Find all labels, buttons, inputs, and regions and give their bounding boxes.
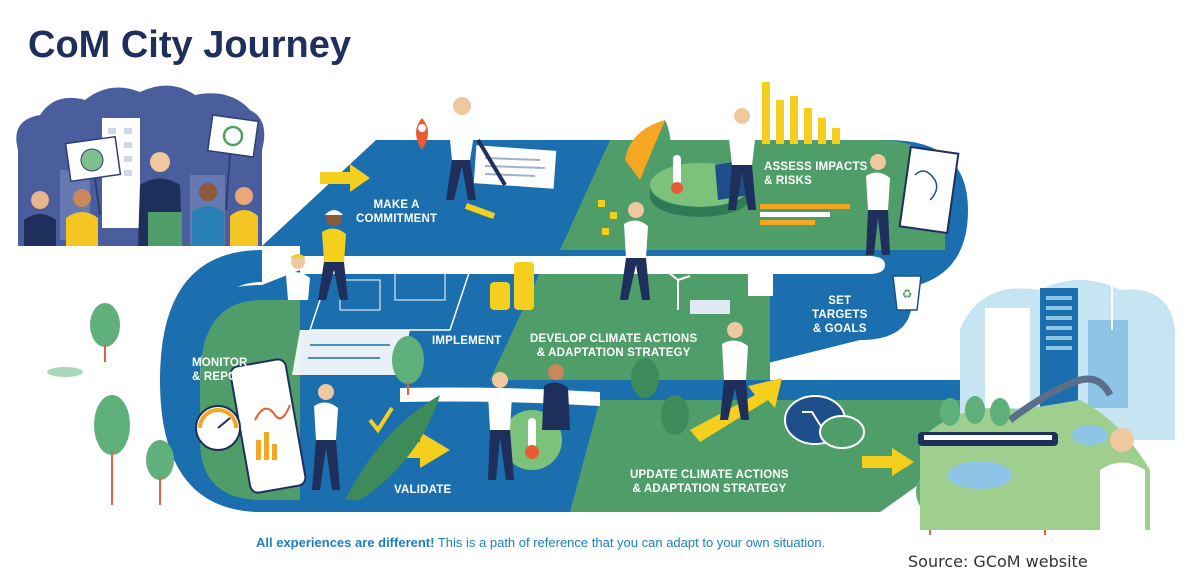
journey-path	[160, 140, 968, 512]
stage-label-monitor: MONITOR& REPORT	[192, 357, 254, 383]
thermometer-icon	[673, 155, 681, 185]
bar-chart-icon	[762, 82, 840, 144]
whiteboard	[898, 145, 960, 235]
hard-hat-icon	[325, 210, 343, 215]
arrow-right-icon	[320, 164, 370, 192]
stage-label-update: UPDATE CLIMATE ACTIONS& ADAPTATION STRAT…	[630, 469, 789, 495]
arrow-right-icon	[862, 448, 914, 476]
stage-label-validate: VALIDATE	[394, 484, 452, 496]
page-title: CoM City Journey	[28, 24, 352, 66]
monitor-illustration	[195, 358, 340, 494]
wind-turbine-icon	[1095, 263, 1131, 330]
flower-icon	[222, 125, 244, 147]
horizontal-bars-icon	[760, 204, 850, 225]
pie-chart-icon	[625, 120, 665, 180]
footnote-emphasis: All experiences are different!	[256, 535, 435, 550]
stage-label-develop: DEVELOP CLIMATE ACTIONS& ADAPTATION STRA…	[530, 333, 698, 359]
path-left-curve	[160, 250, 262, 512]
wind-turbine-icon	[667, 271, 691, 310]
arrow-up-icon	[690, 378, 782, 442]
targets-illustration: ♻	[892, 275, 922, 311]
implement-illustration	[286, 210, 472, 375]
stage-label-assess-impacts: ASSESS IMPACTS& RISKS	[764, 161, 868, 187]
recycling-bin-icon	[892, 275, 922, 311]
checkmark-icon	[368, 406, 394, 434]
globe-icon	[80, 148, 104, 172]
update-illustration	[784, 395, 865, 449]
source-credit: Source: GCoM website	[908, 552, 1088, 571]
protest-sign-right	[206, 114, 260, 158]
develop-area	[490, 262, 770, 380]
direction-arrows	[320, 164, 914, 476]
svg-text:♻: ♻	[902, 287, 913, 301]
validate-illustration	[345, 364, 570, 500]
arrow-right-icon	[385, 432, 450, 468]
commitment-illustration	[416, 97, 557, 219]
protest-scene	[16, 85, 265, 246]
footnote-text: This is a path of reference that you can…	[434, 535, 826, 550]
blueprint-sheet	[292, 330, 410, 375]
coin-stacks	[490, 262, 534, 310]
develop-illustration	[490, 200, 773, 420]
assess-illustration	[625, 82, 960, 255]
blueprint	[308, 269, 472, 331]
stage-label-implement: IMPLEMENT	[432, 335, 502, 347]
footnote: All experiences are different! This is a…	[256, 535, 825, 550]
road	[300, 256, 885, 274]
green-city	[918, 263, 1175, 532]
